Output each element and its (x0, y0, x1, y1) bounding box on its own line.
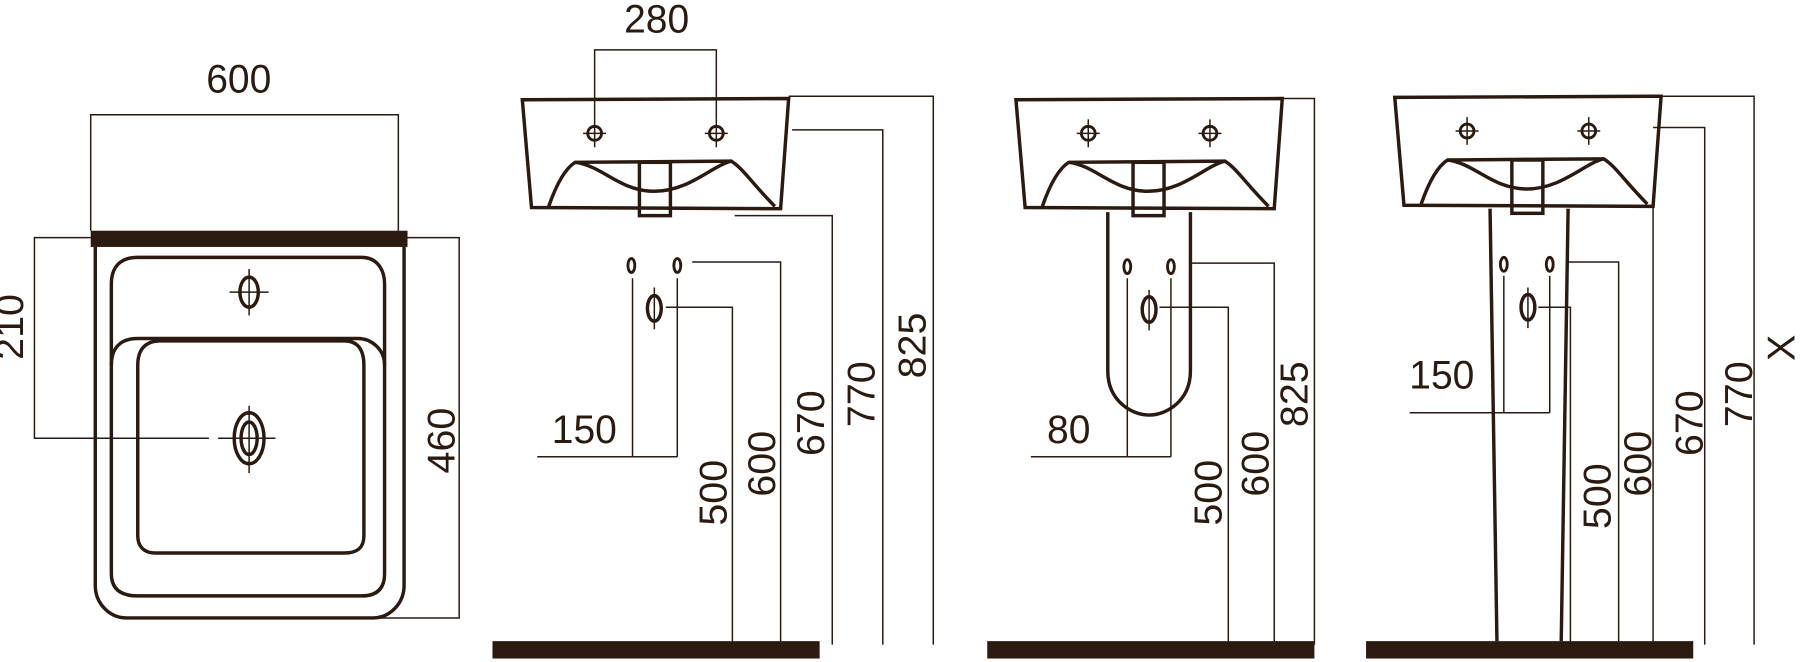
dim-hole-spacing: 150 (1409, 353, 1474, 397)
semi-pedestal (1106, 212, 1193, 417)
basin-side-profile (1014, 96, 1285, 218)
dim-770: 770 (1717, 361, 1761, 427)
floor-bar (492, 641, 820, 659)
basin-outline (93, 246, 406, 620)
dim-x: X (1759, 335, 1800, 361)
semi-pedestal-view: 80 825 600 500 (987, 96, 1317, 659)
dim-depth: 460 (420, 408, 464, 474)
dim-825: 825 (890, 313, 934, 379)
pedestal-view: 150 X 770 670 600 500 (1366, 94, 1800, 659)
dim-770: 770 (840, 361, 884, 427)
dim-hole-spacing: 80 (1047, 408, 1090, 452)
dim-width: 600 (206, 58, 271, 102)
basin-side-profile (520, 96, 791, 218)
floor-bar (1366, 641, 1694, 659)
dim-670: 670 (789, 390, 833, 456)
wall-bar (90, 230, 408, 247)
basin-side-profile (1393, 94, 1663, 216)
dim-825: 825 (1273, 361, 1317, 427)
dim-600: 600 (740, 431, 784, 497)
dim-hole-spacing: 150 (552, 408, 617, 452)
dim-500: 500 (692, 460, 736, 526)
dim-600: 600 (1234, 431, 1278, 497)
dim-600: 600 (1616, 431, 1660, 497)
dim-tap-spacing: 280 (624, 0, 689, 42)
dim-670: 670 (1668, 390, 1712, 456)
dim-drain-offset: 210 (0, 294, 32, 360)
dim-500: 500 (1187, 460, 1231, 526)
floor-bar (987, 641, 1315, 659)
pedestal (1488, 208, 1570, 642)
dim-500: 500 (1576, 463, 1620, 529)
top-view: 600 210 460 (0, 58, 464, 620)
wall-hung-view: 280 150 825 770 670 600 500 (492, 0, 934, 659)
